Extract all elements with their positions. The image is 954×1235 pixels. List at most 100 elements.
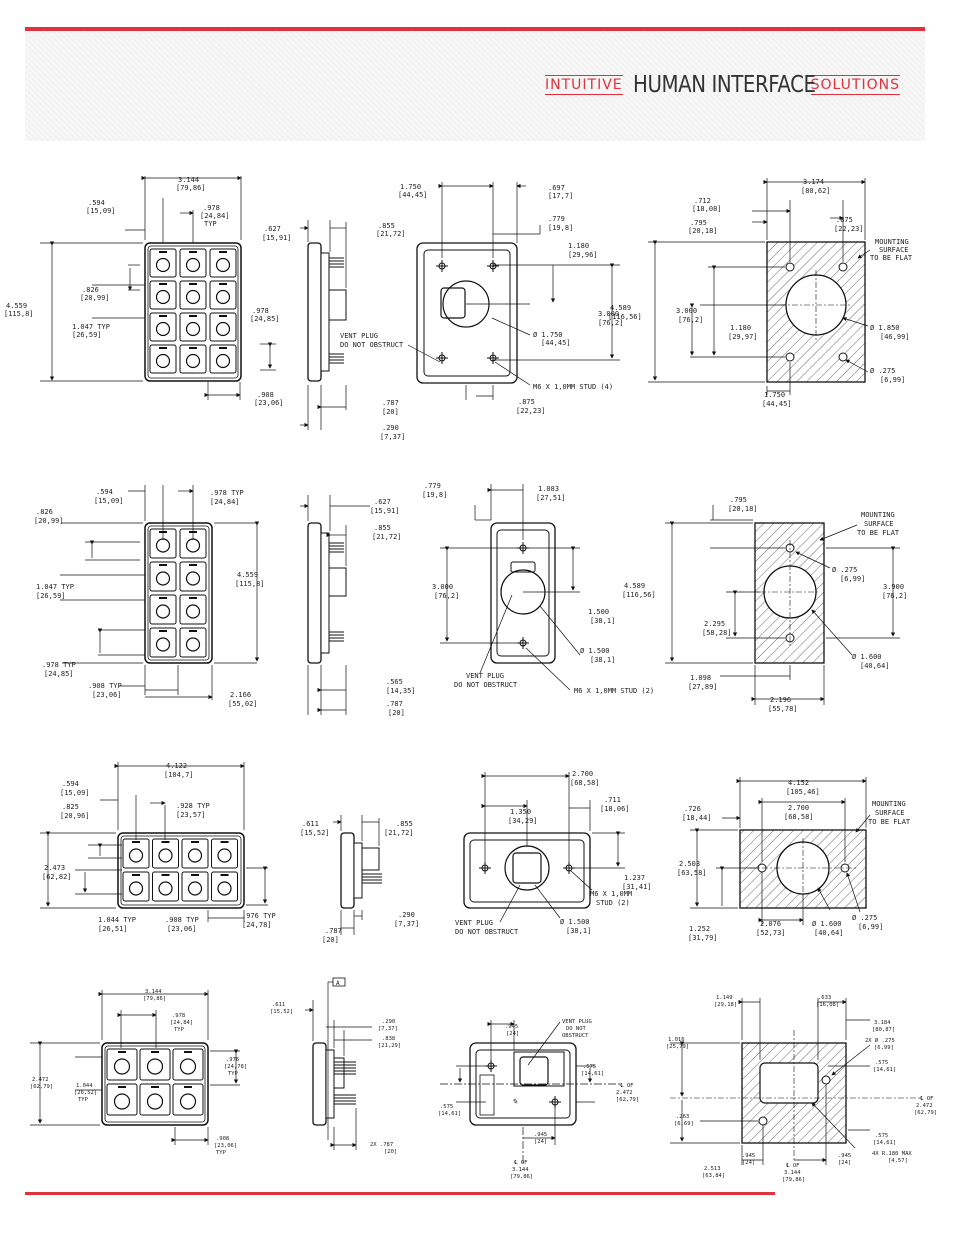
dim-text: .795 <box>690 219 707 227</box>
dim-text: Ø .275 <box>852 914 877 922</box>
dim-text: ℄ OF <box>513 1160 527 1166</box>
keypad-button <box>106 1048 138 1081</box>
keypad-button <box>181 871 209 902</box>
dim-text: 2.295 <box>704 620 725 628</box>
dim-text: Ø .275 <box>832 566 857 574</box>
dim-text: 3.144 <box>784 1170 801 1176</box>
dim-text: .575 <box>440 1104 453 1110</box>
dim-text: .594 <box>96 488 113 496</box>
header-band <box>25 31 925 141</box>
dim-text: [21,72] <box>372 533 402 541</box>
dim-text: .611 <box>302 820 319 828</box>
row1-front-view: 3.144 [79,86] .594 [15,09] .978 [24,84] … <box>4 175 284 407</box>
dim-text: [62,79] <box>914 1110 937 1116</box>
dim-text: .575 <box>875 1060 888 1066</box>
dim-text: 3.000 <box>432 583 453 591</box>
dim-text: .978 TYP <box>42 661 76 669</box>
dim-text: [62,82] <box>42 873 72 881</box>
dim-text: .978 <box>252 307 269 315</box>
dim-text: 2.166 <box>230 691 251 699</box>
dim-text: [24,84] <box>210 498 240 506</box>
dim-text: [116,56] <box>608 313 642 321</box>
dim-text: 1.047 TYP <box>72 323 110 331</box>
keypad-button <box>211 871 238 902</box>
dim-text: [27,51] <box>536 494 566 502</box>
dim-text: .787 <box>325 927 342 935</box>
dim-text: [14,61] <box>581 1071 604 1077</box>
keypad-button <box>122 838 150 869</box>
row1-panel-cutout: 3.174 [80,62] .712 [18,08] .795 [20,18] … <box>608 178 913 408</box>
dim-text: [22,23] <box>516 407 546 415</box>
dim-text: .945 <box>505 1024 518 1030</box>
dim-text: [24] <box>534 1139 547 1145</box>
dim-text: [31,41] <box>622 883 652 891</box>
dim-text: [24] <box>742 1160 755 1166</box>
dim-text: Ø .275 <box>870 367 895 375</box>
dim-text: 1.180 <box>730 324 751 332</box>
dim-text: 1.047 TYP <box>36 583 74 591</box>
dim-text: .711 <box>604 796 621 804</box>
dim-text: Ø 1.600 <box>852 653 882 661</box>
keypad-button <box>181 838 209 869</box>
dim-text: [20,99] <box>34 517 64 525</box>
dim-text: TO BE FLAT <box>868 818 911 826</box>
dim-text: 1.750 <box>764 391 785 399</box>
dim-text: [31,79] <box>688 934 718 942</box>
dim-text: [46,99] <box>880 333 910 341</box>
dim-text: [34,29] <box>508 817 538 825</box>
dim-text: .908 TYP <box>88 682 122 690</box>
dim-text: 1.016 <box>668 1037 685 1043</box>
dim-text: 2X .787 <box>370 1142 393 1148</box>
dim-text: SURFACE <box>864 520 894 528</box>
dim-text: 2.700 <box>572 770 593 778</box>
dim-text: .928 TYP <box>176 802 210 810</box>
dim-text: .908 TYP <box>165 916 199 924</box>
dim-text: [76,2] <box>882 592 907 600</box>
dim-text: [25,79] <box>666 1044 689 1050</box>
row1-side-view: .627 [15,91] .855 [21,72] .787 [20] .290… <box>262 220 406 441</box>
dim-text: [27,89] <box>688 683 718 691</box>
dim-text: [15,52] <box>300 829 330 837</box>
row3-front-view: 4.122 [104,7] .594 [15,09] .825 [20,96] … <box>40 762 276 933</box>
dim-text: .978 <box>203 204 220 212</box>
keypad-button <box>209 344 237 374</box>
dim-text: 3.000 <box>598 310 619 318</box>
dim-text: .779 <box>424 482 441 490</box>
header-top-rule <box>25 27 925 31</box>
dim-text: [38,1] <box>590 617 615 625</box>
dim-text: VENT PLUG <box>340 332 378 340</box>
keypad-button <box>179 594 207 625</box>
dim-text: .611 <box>272 1002 285 1008</box>
dim-text: ℄ OF <box>619 1083 633 1089</box>
dim-text: [29,96] <box>568 251 598 259</box>
dim-text: 4X R.180 MAX <box>872 1151 912 1157</box>
dim-text: Ø 1.600 <box>812 920 842 928</box>
dim-text: 1.149 <box>716 995 733 1001</box>
dim-text: [15,09] <box>86 207 116 215</box>
keypad-button <box>179 561 207 592</box>
dim-text: [16,08] <box>816 1002 839 1008</box>
keypad-button <box>172 1083 204 1116</box>
dim-text: [26,51] <box>98 925 128 933</box>
dim-text: [14,61] <box>873 1140 896 1146</box>
dim-text: [23,06] <box>92 691 122 699</box>
dim-text: 2.513 <box>704 1166 721 1172</box>
row4-front-view: 3.144 [79,86] .978 [24,84] TYP 2.472 [62… <box>30 989 247 1156</box>
keypad-button <box>149 312 177 342</box>
dim-text: [20,18] <box>688 227 718 235</box>
dim-text: [44,45] <box>762 400 792 408</box>
dim-text: [80,87] <box>872 1027 895 1033</box>
dim-text: DO NOT OBSTRUCT <box>455 928 519 936</box>
keypad-button <box>139 1048 171 1081</box>
dim-text: ℄ OF <box>919 1096 933 1102</box>
dim-text: [115,8] <box>235 580 265 588</box>
dim-text: .945 <box>838 1153 851 1159</box>
dim-text: [15,91] <box>370 507 400 515</box>
dim-text: 2.700 <box>788 804 809 812</box>
dim-text: Ø 1.500 <box>560 918 590 926</box>
dim-text: VENT PLUG <box>455 919 493 927</box>
dim-text: [55,78] <box>768 705 798 713</box>
keypad-button <box>179 280 207 310</box>
dim-text: [23,06] <box>167 925 197 933</box>
